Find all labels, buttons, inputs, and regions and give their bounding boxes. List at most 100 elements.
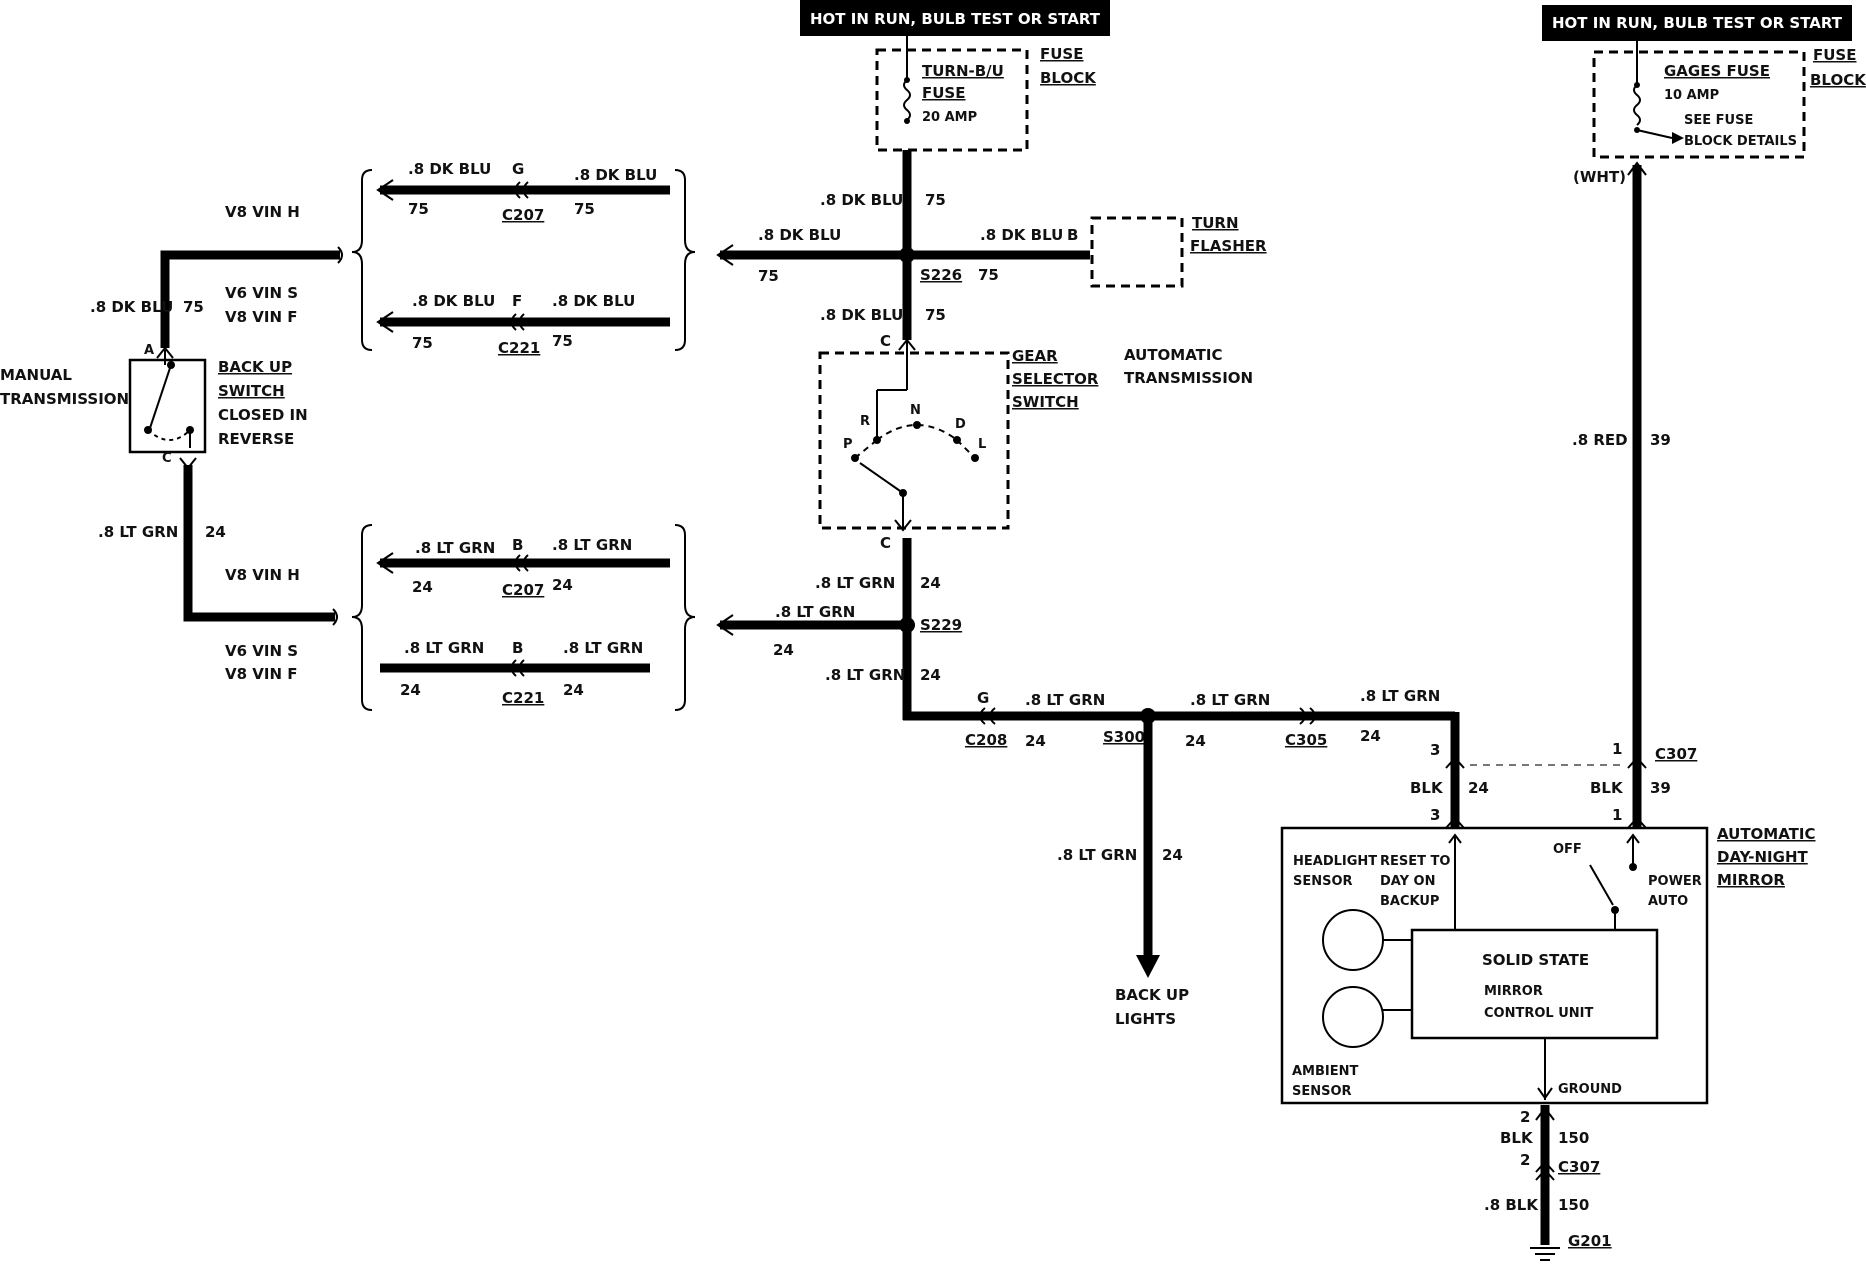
turn-fuse-block-label-2: BLOCK: [1040, 69, 1097, 87]
option-v8-vin-f-top: V8 VIN F: [225, 308, 297, 326]
connector-c221-label-2: C221: [502, 689, 544, 707]
c208-pin-g: G: [977, 689, 989, 707]
gages-fuse-block: GAGES FUSE 10 AMP SEE FUSE BLOCK DETAILS…: [1592, 46, 1866, 159]
gear-pin-r: R: [860, 414, 870, 429]
backup-switch-label-2: SWITCH: [218, 382, 285, 400]
circuit-blk-39: 39: [1650, 779, 1671, 797]
ground-label: GROUND: [1558, 1082, 1622, 1097]
option-v8-vin-h-top: V8 VIN H: [225, 203, 300, 221]
c221-pin-f: F: [512, 292, 522, 310]
wire-label-lt-grn-r3b: .8 LT GRN: [552, 536, 632, 554]
circuit-blk-24: 24: [1468, 779, 1489, 797]
gages-block-details: BLOCK DETAILS: [1684, 134, 1797, 149]
c307-pin-3-bottom: 3: [1430, 806, 1440, 824]
right-brace-ltgrn: [674, 524, 696, 711]
auto-trans-label-2: TRANSMISSION: [1124, 369, 1253, 387]
connector-c208-label: C208: [965, 731, 1007, 749]
mirror-switch-off: OFF: [1553, 842, 1582, 857]
wire-label-red: .8 RED: [1572, 431, 1628, 449]
backup-switch-label-3: CLOSED IN: [218, 406, 308, 424]
circuit-24-r4b: 24: [563, 681, 584, 699]
option-v8-vin-h-bottom: V8 VIN H: [225, 566, 300, 584]
turn-flasher: TURN FLASHER: [1090, 214, 1267, 288]
gear-selector-switch: C P R N D L C GEAR SELECTOR SWITCH: [818, 332, 1099, 552]
circuit-24-3: 24: [1025, 732, 1046, 750]
circuit-24-r3b: 24: [552, 576, 573, 594]
circuit-24-6: 24: [1162, 846, 1183, 864]
gear-switch-label-3: SWITCH: [1012, 393, 1079, 411]
circuit-24-left: 24: [773, 641, 794, 659]
gages-block-label-2: BLOCK: [1810, 71, 1866, 89]
mirror-switch-power: POWER: [1648, 874, 1702, 889]
backup-switch: A C: [128, 343, 207, 470]
flasher-pin-b: B: [1067, 226, 1078, 244]
reset-label-2: DAY ON: [1380, 874, 1435, 889]
gear-pin-d: D: [955, 417, 966, 432]
auto-trans-label-1: AUTOMATIC: [1124, 346, 1223, 364]
circuit-75-r1a: 75: [408, 200, 429, 218]
circuit-39-red: 39: [1650, 431, 1671, 449]
turn-bu-fuse-block: TURN-B/U FUSE 20 AMP FUSE BLOCK: [875, 45, 1097, 152]
mirror-label-1: AUTOMATIC: [1717, 825, 1816, 843]
backup-lights-label-1: BACK UP: [1115, 986, 1189, 1004]
wire-label-lt-grn-6: .8 LT GRN: [1057, 846, 1137, 864]
wire-label-blk-39: BLK: [1590, 779, 1624, 797]
ambient-sensor-label-2: SENSOR: [1292, 1084, 1352, 1099]
ground-g201-icon: [1530, 1247, 1560, 1261]
auto-day-night-mirror: AUTOMATIC DAY-NIGHT MIRROR HEADLIGHT SEN…: [1280, 825, 1816, 1105]
headlight-sensor-label-1: HEADLIGHT: [1293, 854, 1377, 869]
left-brace-ltgrn: [351, 524, 373, 711]
reset-label-1: RESET TO: [1380, 854, 1450, 869]
wire-label-dk-blu-lower: .8 DK BLU: [820, 306, 903, 324]
wire-label-dk-blu-r1a: .8 DK BLU: [408, 160, 491, 178]
wire-label-blk-24: BLK: [1410, 779, 1444, 797]
splice-s300-label: S300: [1103, 728, 1145, 746]
backup-switch-pin-c: C: [162, 451, 172, 466]
wire-label-lt-grn-left: .8 LT GRN: [775, 603, 855, 621]
circuit-150-top: 150: [1558, 1129, 1589, 1147]
wire-label-dk-blu-top: .8 DK BLU: [820, 191, 903, 209]
backup-lights-label-2: LIGHTS: [1115, 1010, 1176, 1028]
left-brace-dkblu: [351, 169, 373, 351]
c307-pin-3-top: 3: [1430, 741, 1440, 759]
splice-s226-label: S226: [920, 266, 962, 284]
manual-trans-label-2: TRANSMISSION: [0, 390, 129, 408]
gages-fuse-symbol: [1633, 84, 1641, 126]
turn-fuse-word: FUSE: [922, 84, 965, 102]
wire-label-lt-grn-r4b: .8 LT GRN: [563, 639, 643, 657]
ground-g201-label: G201: [1568, 1232, 1612, 1250]
wire-label-dk-blu-left: .8 DK BLU: [758, 226, 841, 244]
connector-c307-label-top: C307: [1655, 745, 1697, 763]
circuit-75-r2b: 75: [552, 332, 573, 350]
circuit-75-top: 75: [925, 191, 946, 209]
splice-s229-label: S229: [920, 616, 962, 634]
wire-label-lt-grn-bus: .8 LT GRN: [98, 523, 178, 541]
gear-switch-pin-c-top: C: [880, 332, 891, 350]
gear-pin-n: N: [910, 403, 921, 418]
circuit-75-r2a: 75: [412, 334, 433, 352]
hot-source-left: HOT IN RUN, BULB TEST OR START: [800, 0, 1110, 36]
control-unit-label-2: MIRROR: [1484, 984, 1543, 999]
wire-label-blk-8: .8 BLK: [1484, 1196, 1539, 1214]
c221-pin-b: B: [512, 639, 523, 657]
wire-label-dk-blu-r2a: .8 DK BLU: [412, 292, 495, 310]
wire-label-lt-grn-r4a: .8 LT GRN: [404, 639, 484, 657]
reset-label-3: BACKUP: [1380, 894, 1439, 909]
wire-label-lt-grn-4: .8 LT GRN: [1190, 691, 1270, 709]
solid-state-control-unit: [1410, 928, 1659, 1040]
control-unit-label-3: CONTROL UNIT: [1484, 1006, 1593, 1021]
ground-pin-2-top: 2: [1520, 1108, 1530, 1126]
circuit-150-bottom: 150: [1558, 1196, 1589, 1214]
gages-block-label-1: FUSE: [1813, 46, 1856, 64]
headlight-sensor-label-2: SENSOR: [1293, 874, 1353, 889]
wire-label-dk-blu-right: .8 DK BLU: [980, 226, 1063, 244]
mirror-switch-auto: AUTO: [1648, 894, 1688, 909]
circuit-24-5: 24: [1360, 727, 1381, 745]
wire-label-dk-blu-r1b: .8 DK BLU: [574, 166, 657, 184]
gages-see-fuse: SEE FUSE: [1684, 113, 1753, 128]
fuse-symbol: [903, 79, 911, 121]
turn-fuse-name: TURN-B/U: [922, 62, 1004, 80]
wire-color-wht: (WHT): [1573, 168, 1626, 186]
backup-switch-pin-a: A: [144, 343, 154, 358]
